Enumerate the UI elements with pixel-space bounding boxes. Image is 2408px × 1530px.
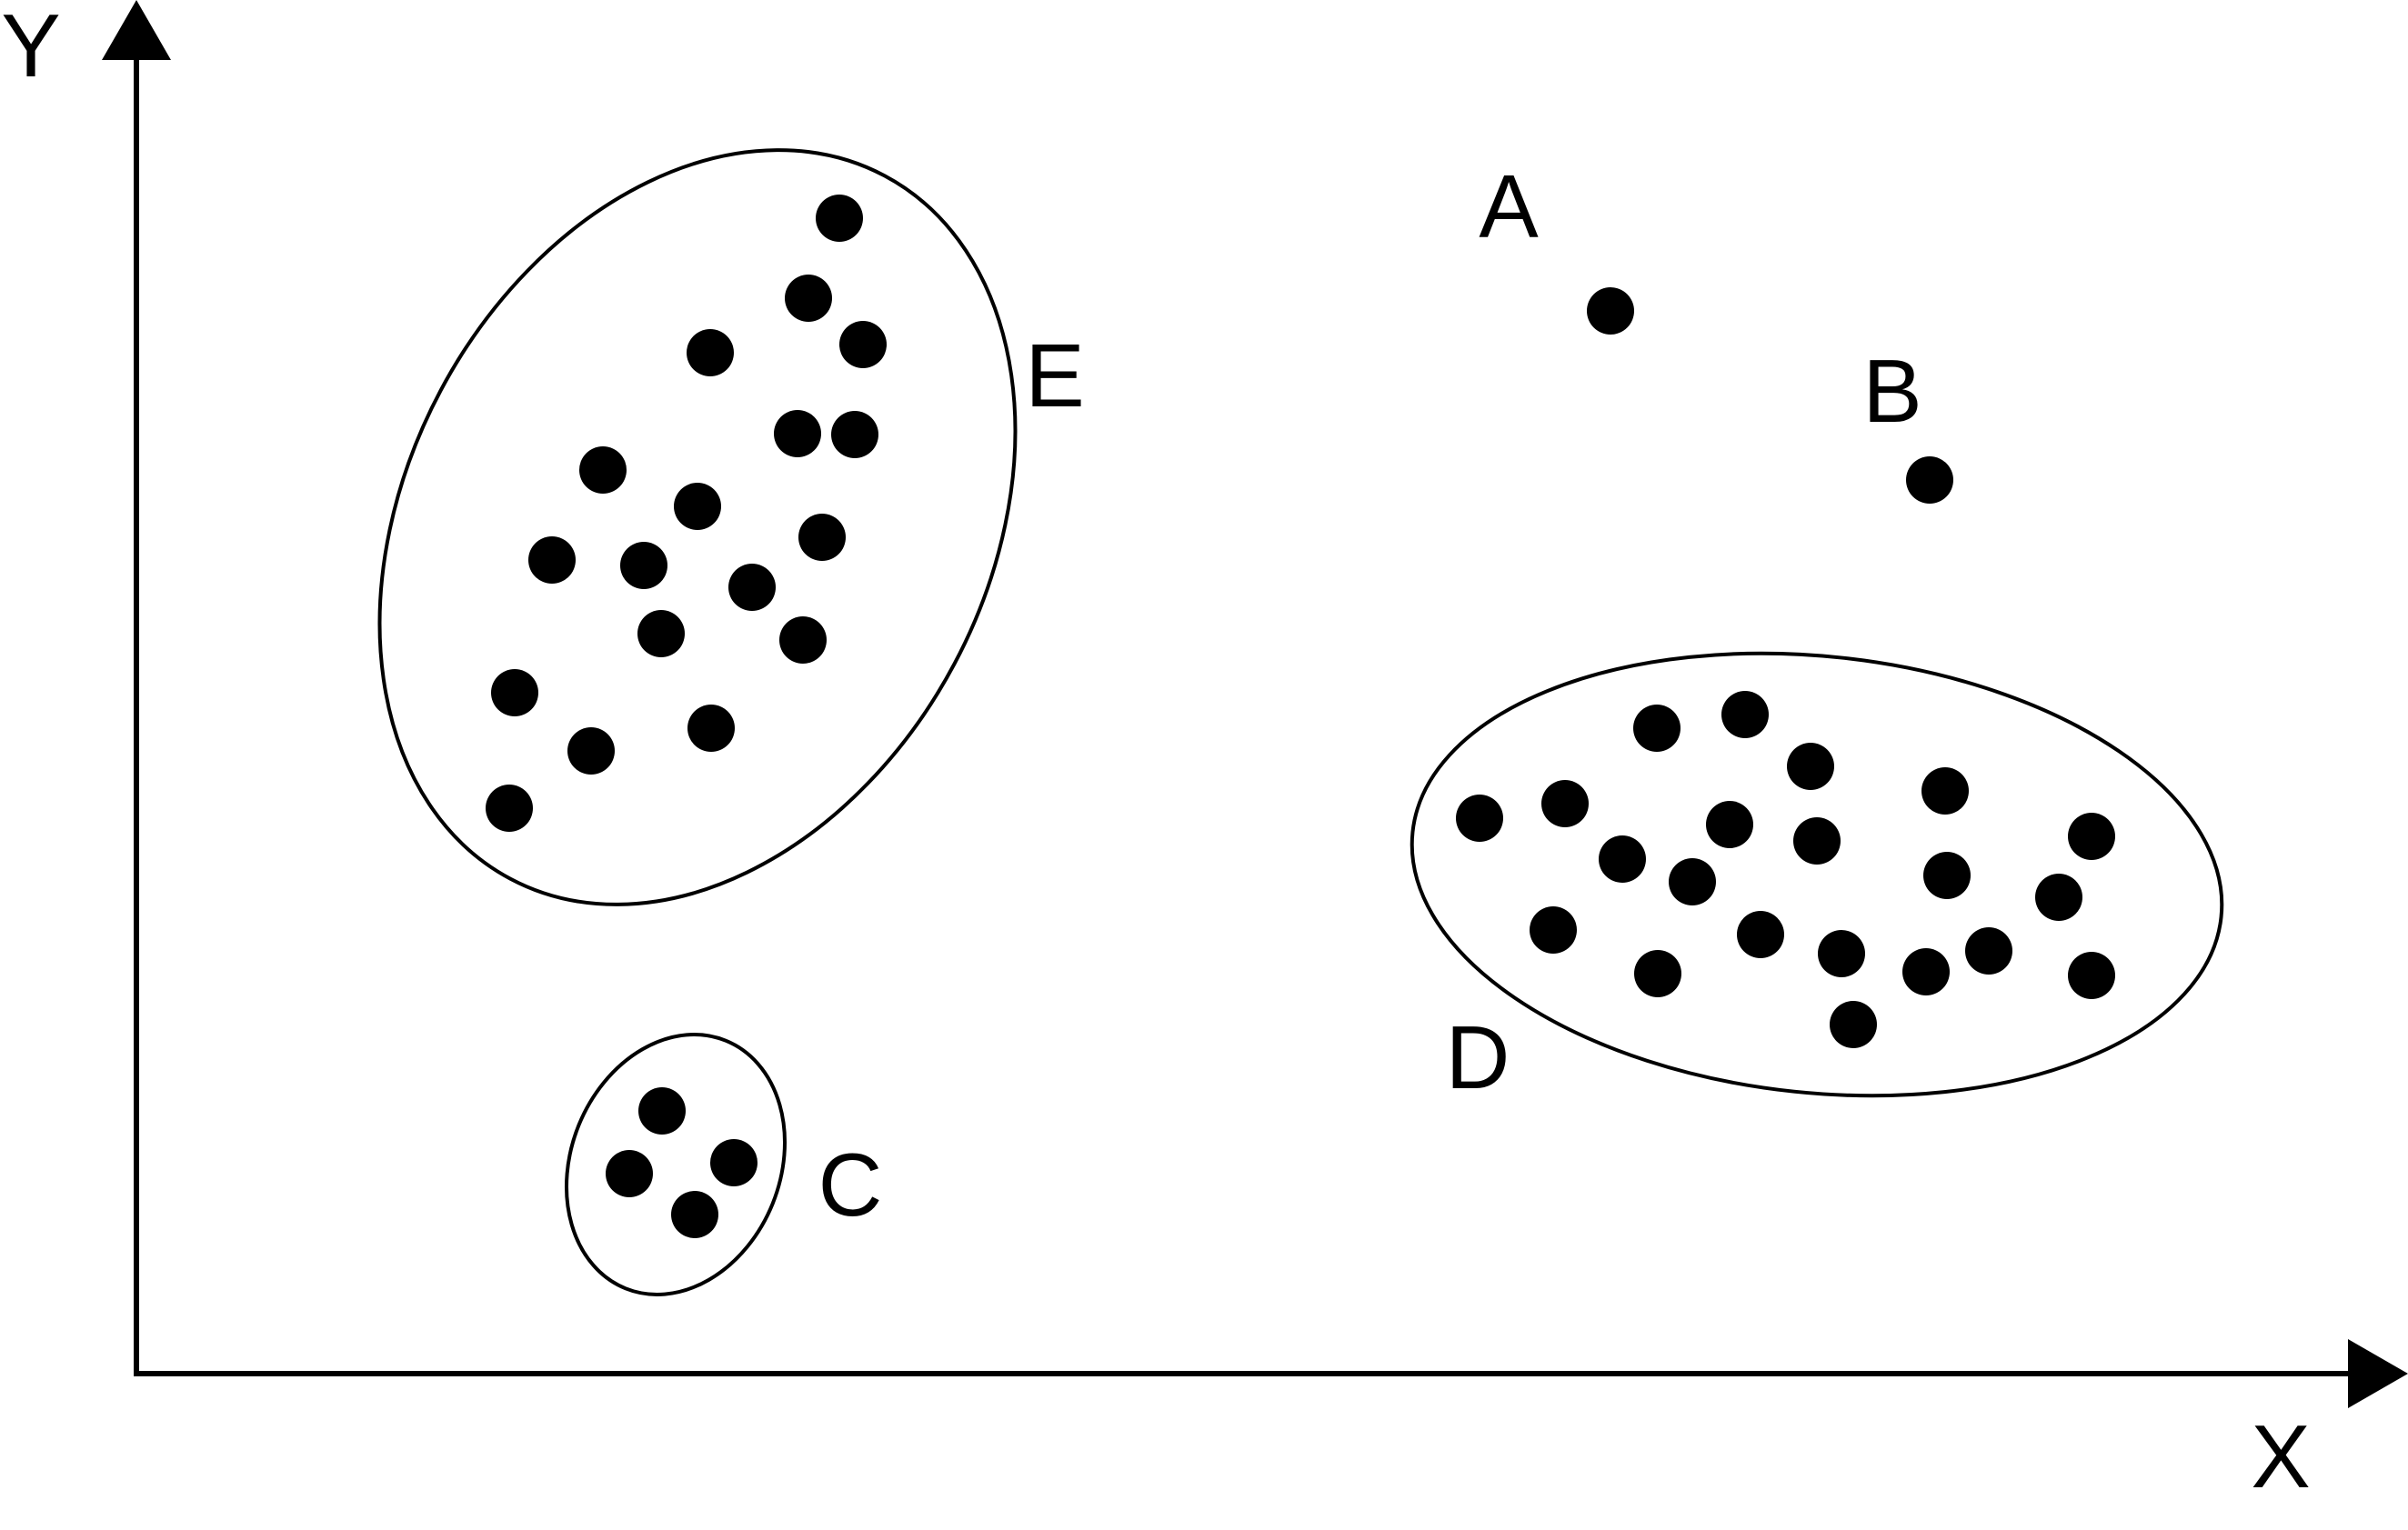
- cluster-d: D: [1410, 651, 2224, 1107]
- data-point: [1737, 911, 1784, 958]
- data-point: [1541, 780, 1589, 827]
- data-point: [671, 1191, 718, 1238]
- data-point: [1633, 705, 1681, 752]
- cluster-c: C: [564, 1033, 883, 1296]
- data-point: [1456, 795, 1503, 842]
- cluster-e-label: E: [1025, 325, 1084, 425]
- y-axis-label: Y: [1, 0, 60, 95]
- data-point: [1921, 767, 1969, 815]
- outlier-b-label: B: [1862, 341, 1921, 441]
- data-point: [491, 669, 538, 716]
- outlier-a: A: [1479, 156, 1634, 335]
- y-axis-arrowhead: [102, 0, 171, 60]
- data-point: [1669, 858, 1716, 905]
- data-point: [779, 616, 827, 664]
- cluster-d-points: [1456, 691, 2115, 1048]
- data-point: [579, 446, 627, 494]
- outlier-a-label: A: [1479, 156, 1539, 256]
- outlier-b-point: [1906, 456, 1953, 504]
- data-point: [1634, 950, 1681, 997]
- data-point: [1923, 852, 1971, 899]
- data-point: [486, 785, 533, 832]
- data-point: [816, 195, 863, 242]
- data-point: [798, 514, 846, 561]
- cluster-c-boundary: [564, 1033, 788, 1296]
- cluster-d-label: D: [1446, 1007, 1510, 1107]
- data-point: [528, 536, 576, 584]
- outlier-b: B: [1862, 341, 1953, 504]
- data-point: [637, 610, 685, 657]
- data-point: [1818, 930, 1865, 977]
- data-point: [687, 705, 735, 752]
- data-point: [674, 483, 721, 530]
- data-point: [687, 329, 734, 376]
- data-point: [567, 727, 615, 775]
- data-point: [1530, 906, 1577, 954]
- data-point: [1721, 691, 1769, 738]
- data-point: [620, 542, 667, 589]
- data-point: [1830, 1001, 1877, 1048]
- data-point: [1599, 835, 1646, 883]
- cluster-e-points: [486, 195, 887, 832]
- data-point: [638, 1087, 686, 1135]
- data-point: [774, 410, 821, 457]
- cluster-c-label: C: [818, 1135, 883, 1235]
- data-point: [785, 275, 832, 322]
- data-point: [728, 564, 776, 611]
- data-point: [2068, 952, 2115, 999]
- cluster-d-boundary: [1410, 651, 2224, 1098]
- data-point: [1902, 948, 1950, 995]
- cluster-e: E: [377, 148, 1085, 906]
- data-point: [1793, 817, 1841, 865]
- cluster-e-boundary: [377, 148, 1018, 906]
- x-axis-arrowhead: [2348, 1339, 2408, 1408]
- data-point: [839, 321, 887, 368]
- data-point: [606, 1150, 653, 1197]
- data-point: [1965, 927, 2012, 975]
- data-point: [2068, 813, 2115, 860]
- data-point: [2035, 874, 2082, 921]
- data-point: [1706, 801, 1753, 848]
- data-point: [1787, 743, 1834, 790]
- x-axis-label: X: [2251, 1406, 2310, 1506]
- data-point: [831, 411, 878, 458]
- outlier-a-point: [1587, 287, 1634, 335]
- cluster-c-points: [606, 1087, 758, 1238]
- data-point: [710, 1139, 758, 1186]
